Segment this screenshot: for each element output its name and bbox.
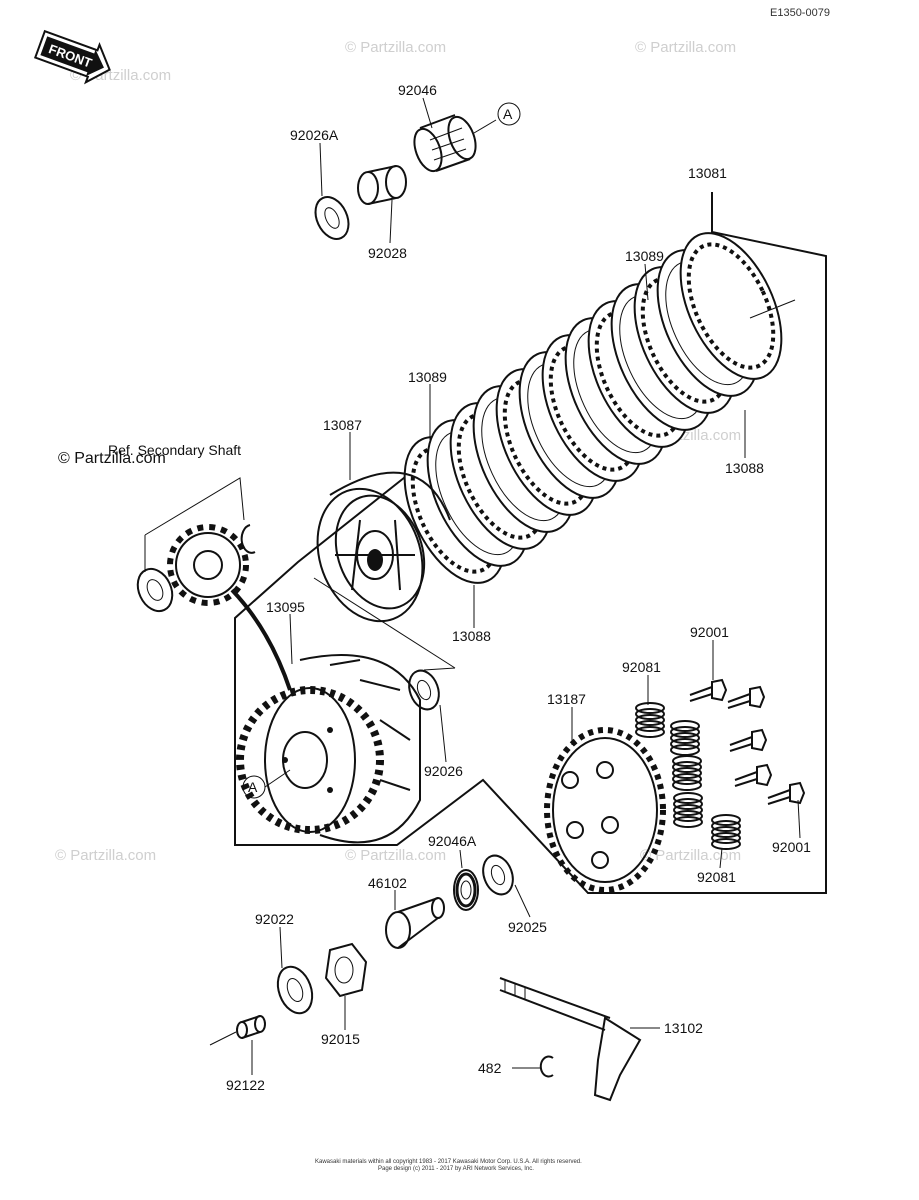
spring [711, 814, 741, 850]
callout-92046A: 92046A [428, 833, 477, 849]
callout-92015: 92015 [321, 1031, 360, 1047]
callout-13087: 13087 [323, 417, 362, 433]
secondary-shaft-sprocket [136, 477, 256, 613]
callout-92081-bottom: 92081 [697, 869, 736, 885]
watermark: © Partzilla.com [640, 847, 741, 864]
callout-13081: 13081 [688, 165, 727, 181]
circlip-482 [539, 1055, 554, 1078]
clutch-housing-13095 [236, 654, 421, 844]
callout-92028: 92028 [368, 245, 407, 261]
callout-92025: 92025 [508, 919, 547, 935]
spring [635, 702, 665, 738]
watermark: © Partzilla.com [635, 39, 736, 56]
callout-13089-mid: 13089 [408, 369, 447, 385]
sleeve-92028 [357, 165, 407, 205]
callout-13102: 13102 [664, 1020, 703, 1036]
watermark: © Partzilla.com [55, 847, 156, 864]
front-arrow-icon: FRONT [33, 29, 111, 85]
ref-marker-a-housing: A [242, 769, 291, 799]
spring-group-92081 [635, 702, 741, 850]
clutch-hub-13087 [316, 471, 451, 623]
spring [670, 720, 700, 756]
washer-92026 [408, 669, 440, 711]
bolt [727, 685, 766, 709]
bearing-92046A [453, 869, 479, 911]
ref-secondary-shaft-label: Ref. Secondary Shaft [108, 442, 241, 458]
callout-13187: 13187 [547, 691, 586, 707]
svg-text:A: A [248, 779, 258, 795]
ref-marker-a-top: A [497, 102, 521, 126]
assembly-outline [234, 192, 827, 894]
bolt [729, 728, 768, 752]
callout-13095: 13095 [266, 599, 305, 615]
spring [672, 755, 702, 791]
footer-page-design: Page design (c) 2011 - 2017 by ARI Netwo… [378, 1166, 534, 1172]
pressure-plate-13187 [544, 727, 666, 893]
friction-plate [679, 232, 783, 380]
pin-92122 [209, 1015, 266, 1046]
footer-copyright: Kawasaki materials within all copyright … [315, 1159, 582, 1165]
bolt [734, 763, 773, 787]
callout-13089-top: 13089 [625, 248, 664, 264]
callout-92046: 92046 [398, 82, 437, 98]
callout-92022: 92022 [255, 911, 294, 927]
callout-92026A: 92026A [290, 127, 339, 143]
bolt-group-92001 [689, 678, 806, 805]
svg-text:A: A [503, 106, 513, 122]
callout-13088-right: 13088 [725, 460, 764, 476]
callout-92001-top: 92001 [690, 624, 729, 640]
callout-46102: 46102 [368, 875, 407, 891]
watermark-dark: © Partzilla.com [58, 450, 166, 467]
callout-labels: 92046 92026A 92028 13081 13089 13089 130… [226, 82, 811, 1093]
callout-13088-bottom: 13088 [452, 628, 491, 644]
washer-92022 [276, 965, 314, 1015]
bolt [767, 781, 806, 805]
clutch-plate-stack [403, 232, 783, 584]
callout-92026: 92026 [424, 763, 463, 779]
callout-92001-bottom: 92001 [772, 839, 811, 855]
washer-92026A [314, 196, 350, 240]
callout-482: 482 [478, 1060, 502, 1076]
callout-92122: 92122 [226, 1077, 265, 1093]
callout-92081-top: 92081 [622, 659, 661, 675]
watermark: © Partzilla.com [345, 847, 446, 864]
nut-92015 [324, 942, 368, 998]
watermark: © Partzilla.com [345, 39, 446, 56]
diagram-code: E1350-0079 [770, 7, 830, 19]
washer-92025 [482, 854, 514, 896]
leader-lines [251, 97, 801, 1075]
release-shaft-13102 [499, 977, 642, 1102]
bolt [689, 678, 728, 702]
pusher-46102 [385, 897, 445, 949]
spring [673, 792, 703, 828]
needle-bearing-92046 [413, 114, 497, 173]
